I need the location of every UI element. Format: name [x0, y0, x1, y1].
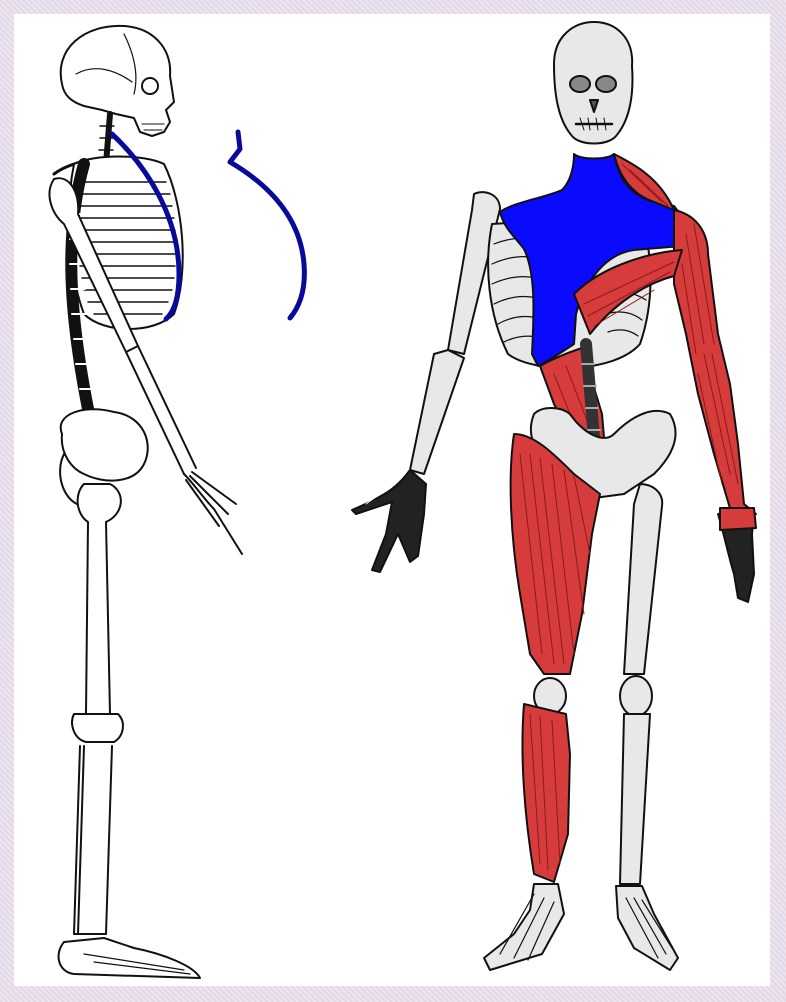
front-left-foot — [484, 884, 564, 970]
front-left-hand — [352, 470, 426, 572]
anatomy-illustration — [14, 14, 770, 986]
front-skull — [554, 22, 632, 144]
figure-canvas — [14, 14, 770, 986]
front-right-arm-muscle — [674, 210, 756, 522]
front-right-foot — [616, 886, 678, 970]
side-skeleton — [49, 26, 242, 978]
front-skeleton — [352, 22, 756, 970]
side-pelvis — [61, 409, 148, 480]
isolated-muscle-outline — [230, 132, 304, 318]
